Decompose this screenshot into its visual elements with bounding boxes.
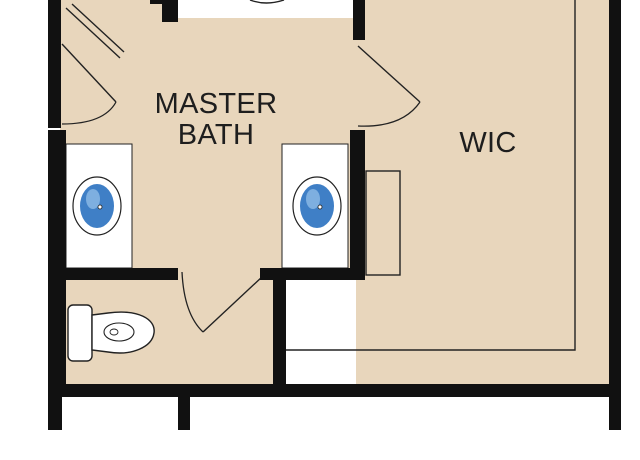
bath-entry-door	[61, 43, 117, 125]
wic-shelf-outline	[286, 0, 576, 351]
walls	[48, 0, 621, 430]
right-sink-icon	[292, 176, 342, 236]
toilet-room-door	[181, 271, 264, 333]
shelf-unit	[365, 170, 401, 276]
wic-label: WIC	[459, 127, 517, 159]
master-bath-label-line1: MASTER	[154, 88, 278, 120]
tub-edge	[249, 0, 285, 4]
top-white-area	[178, 0, 354, 18]
wic-door	[357, 45, 421, 127]
shower-door	[65, 3, 125, 59]
wic-floor	[356, 0, 610, 388]
master-bath-label-line2: BATH	[177, 119, 255, 151]
master-bath-label: MASTER BATH	[146, 89, 286, 151]
left-sink-icon	[72, 176, 122, 236]
toilet-icon	[67, 304, 155, 362]
